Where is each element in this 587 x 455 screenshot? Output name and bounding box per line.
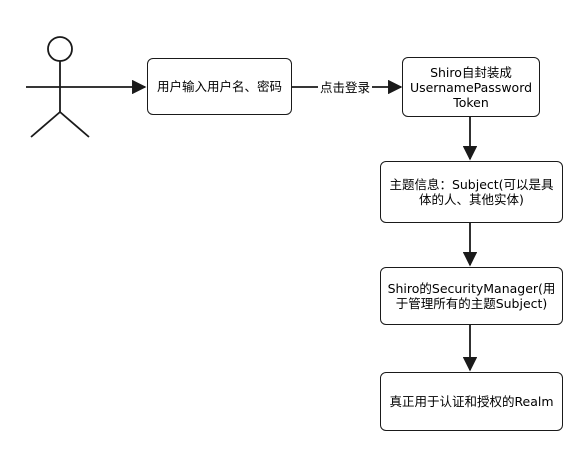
node-realm-label: 真正用于认证和授权的Realm bbox=[389, 394, 554, 409]
stick-figure-actor-icon bbox=[26, 36, 96, 138]
node-user-input: 用户输入用户名、密码 bbox=[147, 58, 292, 115]
node-shiro-token-label: Shiro自封装成 UsernamePassword Token bbox=[409, 64, 533, 110]
node-subject-label: 主题信息：Subject(可以是具 体的人、其他实体) bbox=[389, 177, 554, 207]
node-subject: 主题信息：Subject(可以是具 体的人、其他实体) bbox=[380, 161, 563, 223]
edge-input-to-token-label: 点击登录 bbox=[318, 80, 373, 95]
node-shiro-token: Shiro自封装成 UsernamePassword Token bbox=[402, 57, 540, 117]
node-realm: 真正用于认证和授权的Realm bbox=[380, 372, 563, 431]
node-security-manager-label: Shiro的SecurityManager(用 于管理所有的主题Subject) bbox=[387, 281, 556, 311]
node-user-input-label: 用户输入用户名、密码 bbox=[156, 79, 282, 94]
node-security-manager: Shiro的SecurityManager(用 于管理所有的主题Subject) bbox=[380, 267, 563, 325]
